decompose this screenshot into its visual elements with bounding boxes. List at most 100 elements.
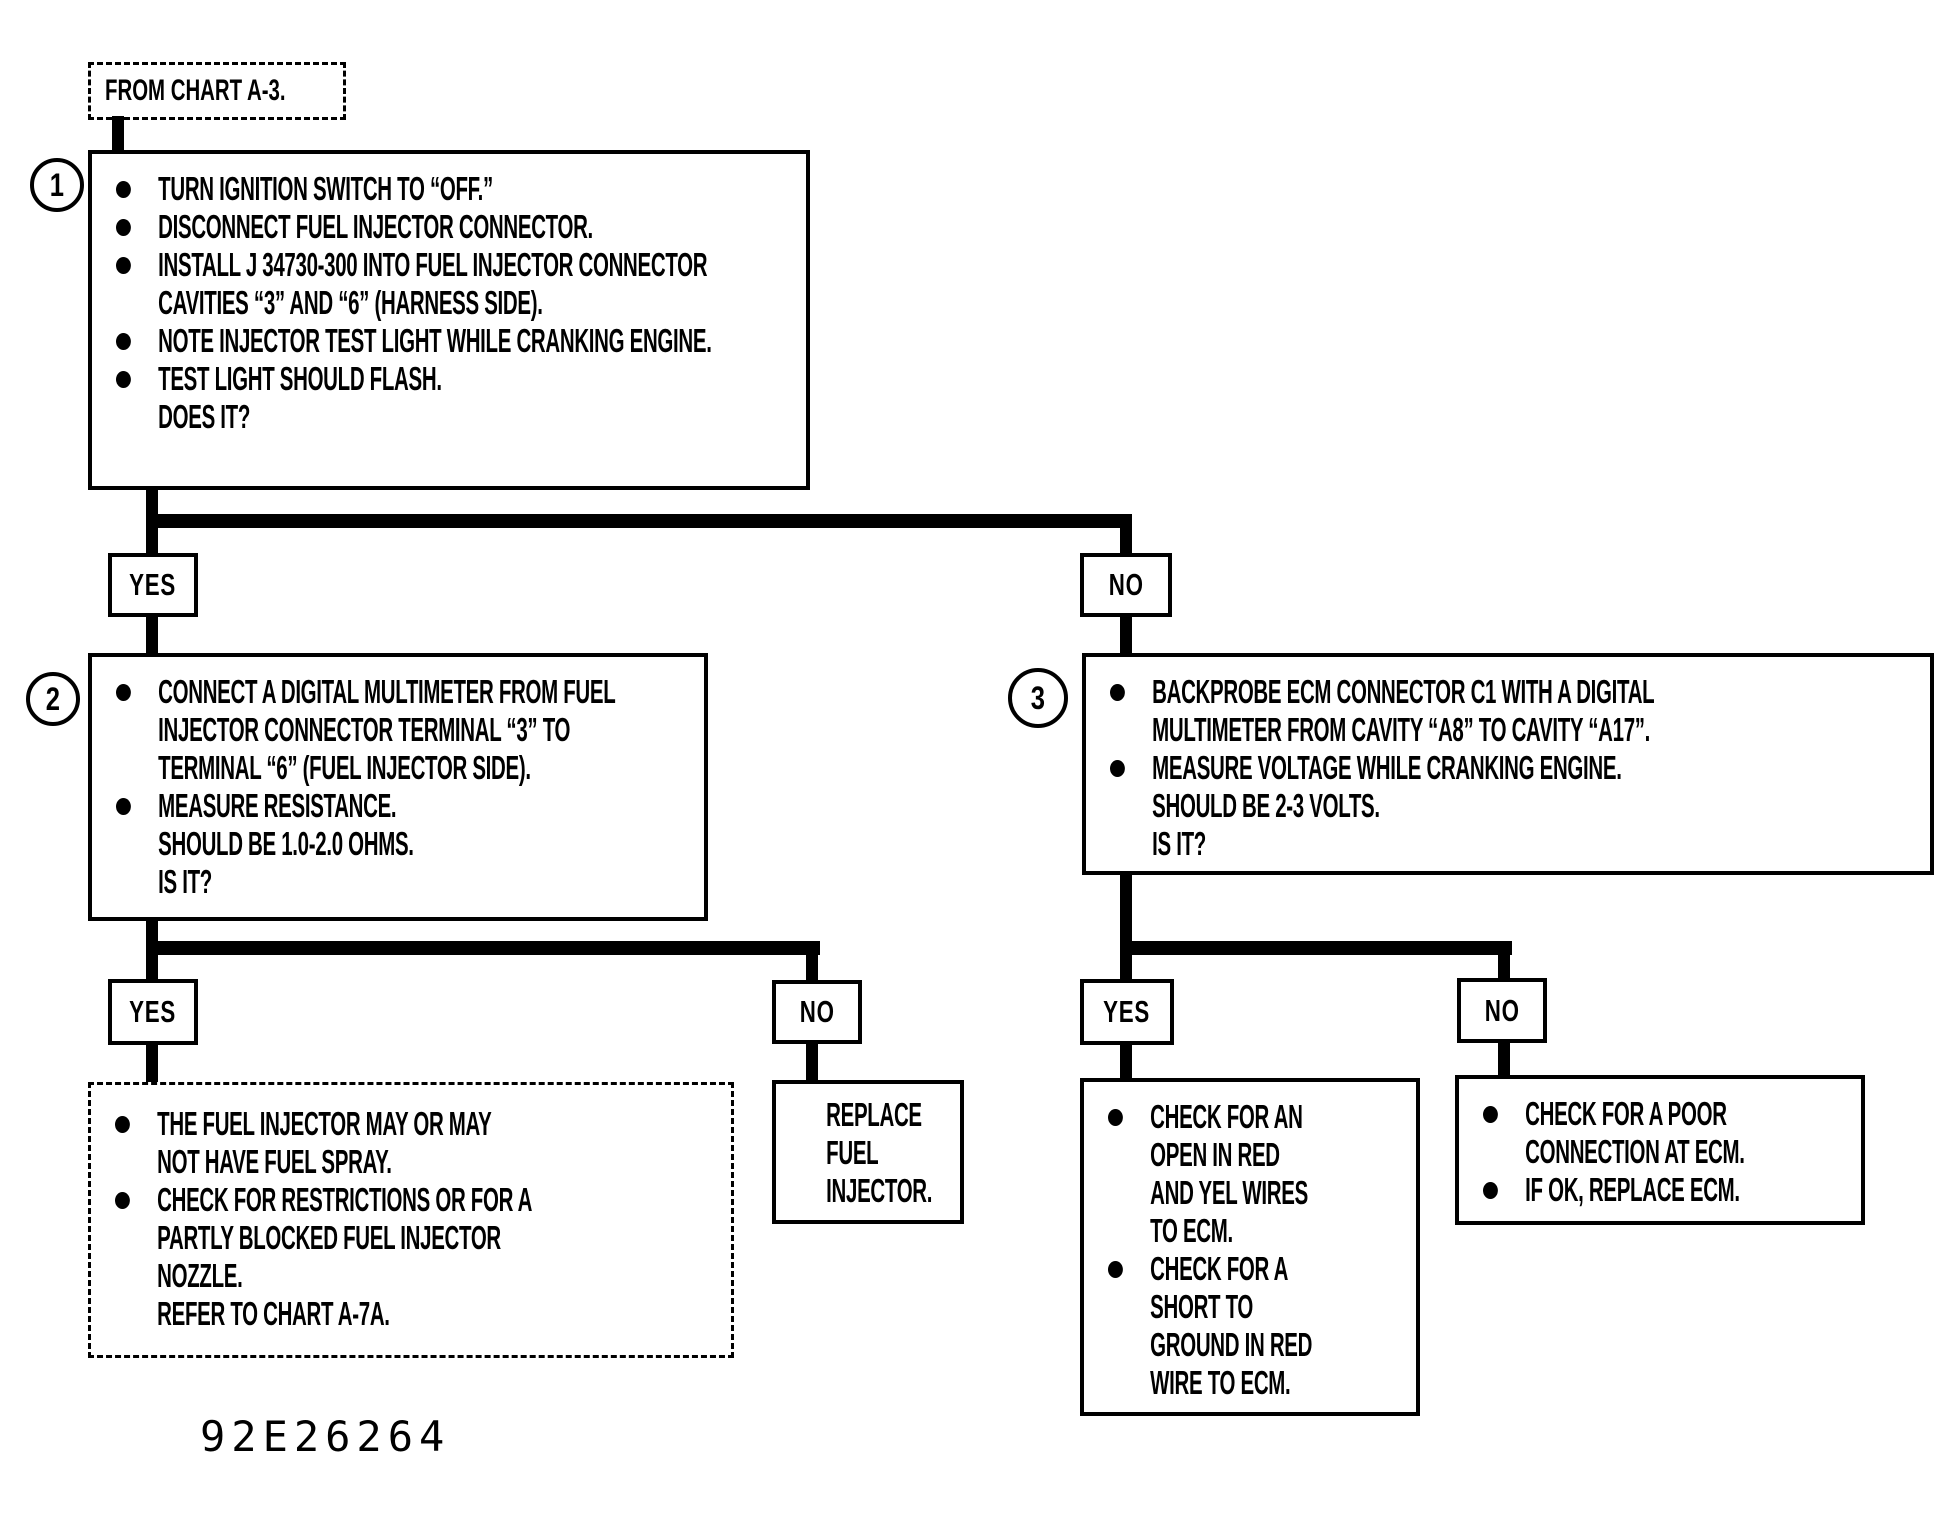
decision1-no-box: NO	[1080, 553, 1172, 617]
bullet-cell	[1483, 1171, 1525, 1209]
text-line: CAVITIES “3” AND “6” (HARNESS SIDE).	[116, 284, 984, 322]
indent-cell	[784, 1096, 826, 1134]
indent-cell	[1108, 1174, 1150, 1212]
text-line-content: CHECK FOR RESTRICTIONS OR FOR A	[157, 1181, 533, 1218]
flow-connector	[806, 941, 818, 984]
from-chart-label: FROM CHART A-3.	[105, 74, 286, 107]
text-line: IS IT?	[1110, 825, 1958, 863]
bullet-cell	[116, 208, 158, 246]
text-line: INJECTOR CONNECTOR TERMINAL “3” TO	[116, 711, 984, 749]
text-line: WIRE TO ECM.	[1108, 1364, 1958, 1402]
indent-cell	[115, 1219, 157, 1257]
text-line-content: NOT HAVE FUEL SPRAY.	[157, 1143, 392, 1180]
text-line-content: IF OK, REPLACE ECM.	[1525, 1171, 1740, 1208]
step1-number: 1	[49, 166, 65, 203]
text-line: CHECK FOR RESTRICTIONS OR FOR A	[115, 1181, 983, 1219]
flow-connector	[1120, 1043, 1132, 1082]
text-line-content: INJECTOR CONNECTOR TERMINAL “3” TO	[158, 711, 571, 748]
indent-cell	[115, 1143, 157, 1181]
bullet-cell	[1110, 673, 1152, 711]
text-line: THE FUEL INJECTOR MAY OR MAY	[115, 1105, 983, 1143]
bullet-icon	[115, 1115, 130, 1133]
indent-cell	[116, 863, 158, 901]
decision2-no-box: NO	[772, 980, 862, 1044]
text-line-content: CHECK FOR A	[1150, 1250, 1289, 1287]
indent-cell	[1483, 1133, 1525, 1171]
text-line: CONNECT A DIGITAL MULTIMETER FROM FUEL	[116, 673, 984, 711]
indent-cell	[115, 1295, 157, 1333]
text-line-content: NOTE INJECTOR TEST LIGHT WHILE CRANKING …	[158, 322, 712, 359]
text-line: SHORT TO	[1108, 1288, 1958, 1326]
flow-connector	[1498, 1041, 1510, 1079]
bullet-cell	[116, 787, 158, 825]
bullet-icon	[1110, 683, 1125, 701]
bullet-cell	[1483, 1095, 1525, 1133]
text-line: REPLACE	[784, 1096, 1652, 1134]
flow-connector	[1120, 514, 1132, 559]
decision1-yes-label: YES	[129, 567, 177, 602]
indent-cell	[1108, 1212, 1150, 1250]
text-line: BACKPROBE ECM CONNECTOR C1 WITH A DIGITA…	[1110, 673, 1958, 711]
bullet-icon	[1108, 1260, 1123, 1278]
text-line-content: THE FUEL INJECTOR MAY OR MAY	[157, 1105, 492, 1142]
indent-cell	[1110, 711, 1152, 749]
flow-connector	[146, 1043, 158, 1086]
bullet-cell	[1108, 1250, 1150, 1288]
text-line-content: BACKPROBE ECM CONNECTOR C1 WITH A DIGITA…	[1152, 673, 1655, 710]
text-line-content: DOES IT?	[158, 398, 251, 435]
text-line-content: REPLACE	[826, 1096, 922, 1133]
bullet-cell	[116, 170, 158, 208]
indent-cell	[116, 711, 158, 749]
text-line-content: DISCONNECT FUEL INJECTOR CONNECTOR.	[158, 208, 593, 245]
text-line-content: CONNECT A DIGITAL MULTIMETER FROM FUEL	[158, 673, 616, 710]
flow-connector	[1120, 941, 1512, 955]
flow-connector	[1120, 615, 1132, 657]
bullet-cell	[116, 673, 158, 711]
bullet-icon	[1483, 1105, 1498, 1123]
text-line: PARTLY BLOCKED FUEL INJECTOR	[115, 1219, 983, 1257]
text-line-content: TEST LIGHT SHOULD FLASH.	[158, 360, 442, 397]
bullet-icon	[116, 256, 131, 274]
step1-number-circle: 1	[30, 158, 84, 212]
bullet-cell	[115, 1181, 157, 1219]
flow-connector	[146, 514, 1132, 528]
text-line-content: IS IT?	[158, 863, 213, 900]
text-line-content: PARTLY BLOCKED FUEL INJECTOR	[157, 1219, 501, 1256]
flow-connector	[146, 486, 158, 520]
indent-cell	[116, 398, 158, 436]
text-line: REFER TO CHART A-7A.	[115, 1295, 983, 1333]
bullet-icon	[116, 683, 131, 701]
indent-cell	[1108, 1136, 1150, 1174]
indent-cell	[1110, 787, 1152, 825]
flow-connector	[1498, 941, 1510, 983]
text-line-content: CONNECTION AT ECM.	[1525, 1133, 1745, 1170]
step1-box: TURN IGNITION SWITCH TO “OFF.”DISCONNECT…	[88, 150, 810, 490]
text-line: CONNECTION AT ECM.	[1483, 1133, 1958, 1171]
indent-cell	[1108, 1288, 1150, 1326]
decision3-yes-label: YES	[1103, 994, 1151, 1029]
from-chart-box: FROM CHART A-3.	[88, 62, 346, 120]
indent-cell	[1110, 825, 1152, 863]
text-line-content: MEASURE VOLTAGE WHILE CRANKING ENGINE.	[1152, 749, 1622, 786]
indent-cell	[116, 284, 158, 322]
text-line: NOTE INJECTOR TEST LIGHT WHILE CRANKING …	[116, 322, 984, 360]
text-line: TURN IGNITION SWITCH TO “OFF.”	[116, 170, 984, 208]
step3-number-circle: 3	[1008, 668, 1068, 728]
text-line-content: MEASURE RESISTANCE.	[158, 787, 397, 824]
text-line: IS IT?	[116, 863, 984, 901]
text-line: CHECK FOR A	[1108, 1250, 1958, 1288]
text-line: AND YEL WIRES	[1108, 1174, 1958, 1212]
decision3-yes-box: YES	[1080, 979, 1174, 1045]
bullet-cell	[115, 1105, 157, 1143]
flow-connector	[146, 514, 158, 559]
indent-cell	[784, 1134, 826, 1172]
bullet-icon	[115, 1191, 130, 1209]
text-line-content: NOZZLE.	[157, 1257, 243, 1294]
decision2-yes-box: YES	[108, 979, 198, 1045]
